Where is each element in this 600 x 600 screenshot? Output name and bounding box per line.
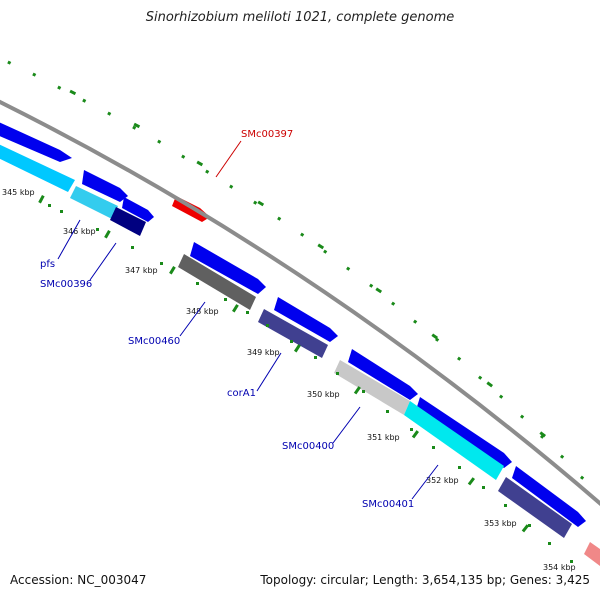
tick-label: 348 kbp: [186, 307, 219, 316]
leader-line: [179, 301, 206, 337]
gene-outer-8[interactable]: [416, 397, 512, 468]
gene-outer-7[interactable]: [348, 349, 418, 400]
map-title: Sinorhizobium meliloti 1021, complete ge…: [145, 10, 455, 25]
genome-summary-text: Topology: circular; Length: 3,654,135 bp…: [260, 573, 590, 587]
gene-outer-2[interactable]: [82, 170, 128, 202]
gene-pfs[interactable]: [70, 186, 118, 219]
gene-outer-3[interactable]: [122, 197, 154, 222]
genome-backbone: [0, 99, 600, 507]
gene-outer-1[interactable]: [0, 118, 72, 162]
gene-smc00401[interactable]: [404, 401, 504, 480]
tick-label: 345 kbp: [2, 188, 35, 197]
leader-line: [411, 464, 439, 500]
outer-dotted-track: [7, 60, 585, 480]
gene-smc00400[interactable]: [334, 360, 410, 415]
gene-cora1[interactable]: [258, 309, 328, 358]
gene-label-pfs[interactable]: pfs: [40, 259, 55, 270]
leader-line: [332, 406, 361, 444]
gene-label-cora1[interactable]: corA1: [227, 388, 256, 399]
gene-outer-10[interactable]: [584, 542, 600, 570]
tick-label: 350 kbp: [307, 390, 340, 399]
tick-label: 353 kbp: [484, 519, 517, 528]
tick-label: 347 kbp: [125, 266, 158, 275]
gene-label-smc00401[interactable]: SMc00401: [362, 499, 414, 510]
leader-line: [89, 242, 117, 281]
gene-label-smc00396[interactable]: SMc00396: [40, 279, 92, 290]
inner-tick-track: [38, 194, 573, 563]
gene-smc00396[interactable]: [110, 207, 146, 236]
gene-outer-5[interactable]: [190, 242, 266, 294]
inner-strand-genes: [0, 140, 572, 538]
leader-line: [256, 352, 282, 392]
gene-outer-9[interactable]: [512, 466, 586, 527]
tick-label: 346 kbp: [63, 227, 96, 236]
gene-inner-1[interactable]: [0, 140, 75, 192]
outer-strand-genes: [0, 118, 600, 570]
tick-label: 352 kbp: [426, 476, 459, 485]
tick-label: 351 kbp: [367, 433, 400, 442]
gene-inner-8[interactable]: [498, 477, 572, 538]
leader-line: [57, 219, 81, 260]
gene-smc00460[interactable]: [178, 254, 256, 310]
tick-label: 354 kbp: [543, 563, 576, 572]
accession-text: Accession: NC_003047: [10, 573, 147, 587]
gene-label-smc00460[interactable]: SMc00460: [128, 336, 180, 347]
gene-label-smc00397[interactable]: SMc00397: [241, 129, 293, 140]
leader-line: [215, 140, 242, 178]
gene-outer-6[interactable]: [274, 297, 338, 342]
tick-label: 349 kbp: [247, 348, 280, 357]
gene-label-smc00400[interactable]: SMc00400: [282, 441, 334, 452]
